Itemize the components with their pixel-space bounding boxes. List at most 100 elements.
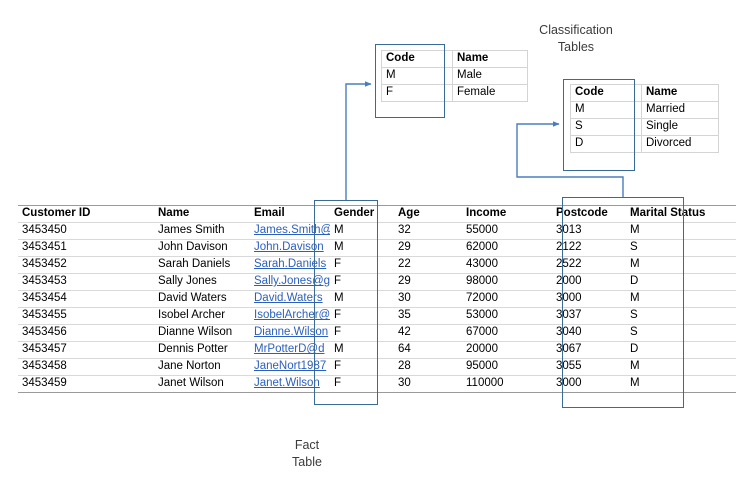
cell-postcode: 3037 [552,307,626,325]
cell-name: Janet Wilson [154,375,250,393]
cell-name: Isobel Archer [154,307,250,325]
cell-age: 32 [394,222,462,240]
email-hyperlink[interactable]: IsobelArcher@ [254,309,330,322]
cell-code: M [570,101,642,119]
cell-marital-status: S [626,324,736,342]
cell-email: James.Smith@ [250,222,330,240]
cell-name: Female [452,84,528,102]
cell-postcode: 2000 [552,273,626,291]
cell-marital-status: M [626,375,736,393]
table-header-row: Code Name [570,84,719,102]
column-header-email: Email [250,205,330,223]
cell-gender: F [330,375,394,393]
cell-name: Jane Norton [154,358,250,376]
table-header-row: Customer ID Name Email Gender Age Income… [18,205,736,223]
cell-income: 72000 [462,290,552,308]
cell-code: M [381,67,453,85]
cell-income: 62000 [462,239,552,257]
cell-email: David.Waters [250,290,330,308]
email-hyperlink[interactable]: Sarah.Daniels [254,258,327,271]
email-hyperlink[interactable]: John.Davison [254,241,324,254]
email-hyperlink[interactable]: Dianne.Wilson [254,326,329,339]
cell-gender: F [330,256,394,274]
cell-code: S [570,118,642,136]
email-hyperlink[interactable]: Sally.Jones@g [254,275,330,288]
column-header-code: Code [381,50,453,68]
cell-postcode: 3000 [552,375,626,393]
cell-income: 95000 [462,358,552,376]
gender-classification-table: Code Name M Male F Female [381,50,528,102]
table-header-row: Code Name [381,50,528,68]
table-row: F Female [381,84,528,102]
cell-email: John.Davison [250,239,330,257]
email-hyperlink[interactable]: Janet.Wilson [254,377,320,390]
cell-gender: M [330,341,394,359]
email-hyperlink[interactable]: James.Smith@ [254,224,330,237]
cell-gender: F [330,358,394,376]
cell-code: D [570,135,642,153]
cell-name: John Davison [154,239,250,257]
cell-code: F [381,84,453,102]
cell-email: IsobelArcher@ [250,307,330,325]
cell-gender: M [330,290,394,308]
table-row: M Married [570,101,719,119]
column-header-customer-id: Customer ID [18,205,154,223]
cell-age: 30 [394,375,462,393]
cell-age: 22 [394,256,462,274]
cell-income: 43000 [462,256,552,274]
email-hyperlink[interactable]: David.Waters [254,292,323,305]
cell-email: Janet.Wilson [250,375,330,393]
table-row: M Male [381,67,528,85]
cell-customer-id: 3453458 [18,358,154,376]
cell-customer-id: 3453451 [18,239,154,257]
cell-customer-id: 3453454 [18,290,154,308]
cell-name: Single [641,118,719,136]
cell-age: 35 [394,307,462,325]
cell-marital-status: D [626,341,736,359]
cell-age: 29 [394,273,462,291]
cell-name: Divorced [641,135,719,153]
column-header-age: Age [394,205,462,223]
cell-gender: F [330,273,394,291]
email-hyperlink[interactable]: JaneNort1987 [254,360,327,373]
cell-name: James Smith [154,222,250,240]
fact-table: Customer ID Name Email Gender Age Income… [18,205,736,393]
cell-income: 67000 [462,324,552,342]
column-header-name: Name [452,50,528,68]
cell-marital-status: M [626,222,736,240]
cell-name: Married [641,101,719,119]
cell-name: David Waters [154,290,250,308]
cell-marital-status: S [626,239,736,257]
marital-classification-table: Code Name M Married S Single D Divorced [570,84,719,153]
table-row: D Divorced [570,135,719,153]
column-header-income: Income [462,205,552,223]
cell-name: Dennis Potter [154,341,250,359]
cell-postcode: 3067 [552,341,626,359]
cell-customer-id: 3453459 [18,375,154,393]
cell-customer-id: 3453457 [18,341,154,359]
cell-customer-id: 3453450 [18,222,154,240]
cell-age: 42 [394,324,462,342]
cell-postcode: 2522 [552,256,626,274]
cell-marital-status: M [626,358,736,376]
cell-customer-id: 3453452 [18,256,154,274]
cell-gender: M [330,222,394,240]
cell-name: Male [452,67,528,85]
cell-postcode: 2122 [552,239,626,257]
cell-age: 64 [394,341,462,359]
cell-age: 28 [394,358,462,376]
cell-income: 98000 [462,273,552,291]
cell-marital-status: M [626,290,736,308]
cell-customer-id: 3453456 [18,324,154,342]
email-hyperlink[interactable]: MrPotterD@d [254,343,325,356]
cell-postcode: 3055 [552,358,626,376]
cell-email: Dianne.Wilson [250,324,330,342]
column-header-name: Name [154,205,250,223]
table-row: S Single [570,118,719,136]
